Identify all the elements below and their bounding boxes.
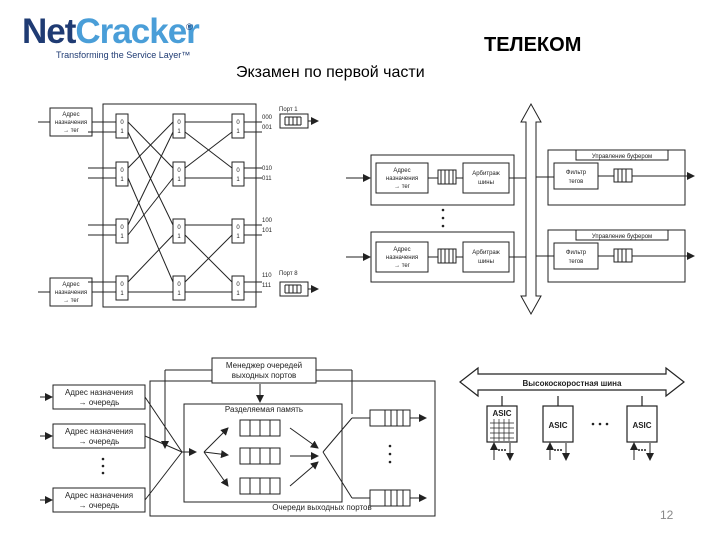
queue-manager-box — [211, 357, 317, 384]
svg-text:тегов: тегов — [569, 179, 584, 185]
port-1-buffer — [279, 113, 309, 129]
svg-text:0: 0 — [236, 168, 240, 174]
asic-chip-2 — [542, 405, 574, 443]
input-top-label-2: назначения — [55, 120, 87, 126]
svg-text:101: 101 — [262, 228, 273, 234]
svg-text:ASIC: ASIC — [492, 409, 511, 418]
svg-text:Фильтр: Фильтр — [566, 250, 587, 256]
svg-text:Адрес назначения: Адрес назначения — [65, 491, 133, 500]
svg-text:0: 0 — [177, 120, 181, 126]
bus-double-arrow — [520, 102, 542, 316]
svg-text:→ тег: → тег — [394, 184, 411, 190]
svg-text:ASIC: ASIC — [632, 421, 651, 430]
svg-text:шины: шины — [478, 259, 494, 265]
svg-text:0: 0 — [236, 282, 240, 288]
svg-text:001: 001 — [262, 125, 273, 131]
svg-text:Разделяемая память: Разделяемая память — [225, 405, 303, 414]
svg-text:Очереди выходных портов: Очереди выходных портов — [272, 503, 372, 512]
svg-text:→ тег: → тег — [394, 263, 411, 269]
svg-text:Управление буфером: Управление буфером — [592, 154, 652, 160]
output-address-labels: 000 001 010 011 100 101 110 111 Порт 1 П… — [262, 107, 298, 289]
input-bottom-label-3: → тег — [63, 298, 80, 304]
high-speed-bus-arrow — [459, 366, 685, 398]
svg-text:→ очередь: → очередь — [79, 398, 120, 407]
switch-fabric-frame — [102, 103, 257, 308]
svg-text:шины: шины — [478, 180, 494, 186]
slide-subtitle: Экзамен по первой части — [236, 64, 425, 81]
svg-text:назначения: назначения — [386, 176, 418, 182]
diagram-shared-bus: Адрес назначения → тег Адрес назначения … — [346, 102, 695, 316]
svg-text:1: 1 — [177, 177, 181, 183]
svg-text:→ очередь: → очередь — [79, 501, 120, 510]
svg-text:1: 1 — [236, 129, 240, 135]
svg-text:010: 010 — [262, 166, 273, 172]
svg-text:Арбитраж: Арбитраж — [472, 250, 500, 256]
svg-text:100: 100 — [262, 218, 273, 224]
svg-text:Адрес назначения: Адрес назначения — [65, 388, 133, 397]
svg-text:1: 1 — [120, 129, 124, 135]
svg-text:назначения: назначения — [386, 255, 418, 261]
svg-text:1: 1 — [177, 234, 181, 240]
svg-text:Адрес: Адрес — [393, 168, 410, 174]
input-tag-box-top — [49, 107, 93, 137]
switch-bit-labels: 0 1 0 1 0 1 0 1 0 1 0 1 0 1 0 1 0 1 0 1 0 1 0 1 — [120, 120, 240, 297]
svg-text:111: 111 — [262, 283, 272, 289]
svg-text:0: 0 — [177, 282, 181, 288]
svg-text:Управление буфером: Управление буфером — [592, 234, 652, 240]
logo-registered-mark: ® — [186, 22, 193, 32]
diagram-shared-memory: Менеджер очередей выходных портов Раздел… — [40, 357, 436, 517]
port-1-label: Порт 1 — [279, 107, 298, 113]
svg-text:0: 0 — [120, 225, 124, 231]
port-8-buffer — [279, 281, 309, 297]
svg-text:Фильтр: Фильтр — [566, 170, 587, 176]
svg-text:110: 110 — [262, 273, 272, 279]
svg-text:выходных портов: выходных портов — [232, 371, 297, 380]
svg-text:→ очередь: → очередь — [79, 437, 120, 446]
input-top-label-1: Адрес — [62, 112, 79, 118]
input-top-label-3: → тег — [63, 128, 80, 134]
svg-text:1: 1 — [236, 177, 240, 183]
port-8-label: Порт 8 — [279, 271, 298, 277]
svg-text:Адрес: Адрес — [393, 247, 410, 253]
svg-text:1: 1 — [177, 291, 181, 297]
svg-text:0: 0 — [177, 225, 181, 231]
logo-tagline: Transforming the Service Layer™ — [56, 50, 191, 60]
svg-text:1: 1 — [120, 177, 124, 183]
switch-elements — [115, 113, 245, 301]
svg-text:Менеджер очередей: Менеджер очередей — [226, 361, 302, 370]
svg-text:000: 000 — [262, 115, 273, 121]
page-number: 12 — [660, 508, 674, 522]
svg-text:1: 1 — [236, 291, 240, 297]
svg-text:Адрес назначения: Адрес назначения — [65, 427, 133, 436]
svg-text:1: 1 — [177, 129, 181, 135]
svg-text:1: 1 — [120, 234, 124, 240]
input-bottom-label-2: назначения — [55, 290, 87, 296]
input-tag-box-bottom — [49, 277, 93, 307]
svg-text:0: 0 — [120, 168, 124, 174]
svg-text:тегов: тегов — [569, 259, 584, 265]
svg-text:0: 0 — [120, 120, 124, 126]
svg-text:0: 0 — [120, 282, 124, 288]
svg-text:011: 011 — [262, 176, 272, 182]
svg-text:0: 0 — [177, 168, 181, 174]
bus-label: Высокоскоростная шина — [523, 379, 622, 388]
logo-wordmark: NetCracker — [22, 12, 200, 52]
svg-text:1: 1 — [120, 291, 124, 297]
svg-text:ASIC: ASIC — [548, 421, 567, 430]
asic-chip-1 — [486, 405, 518, 443]
logo-part-cracker: Cracker — [75, 12, 199, 51]
diagram-banyan-switch: Адрес назначения → тег Адрес назначения … — [38, 103, 319, 308]
slide-heading: ТЕЛЕКОМ — [484, 34, 582, 56]
diagram-asic-bus: Высокоскоростная шина ASIC ASIC ASIC — [459, 366, 685, 461]
asic-chip-3 — [626, 405, 658, 443]
svg-text:1: 1 — [236, 234, 240, 240]
svg-text:0: 0 — [236, 120, 240, 126]
logo-part-net: Net — [22, 12, 76, 51]
svg-text:0: 0 — [236, 225, 240, 231]
input-bottom-label-1: Адрес — [62, 282, 79, 288]
svg-text:Арбитраж: Арбитраж — [472, 171, 500, 177]
